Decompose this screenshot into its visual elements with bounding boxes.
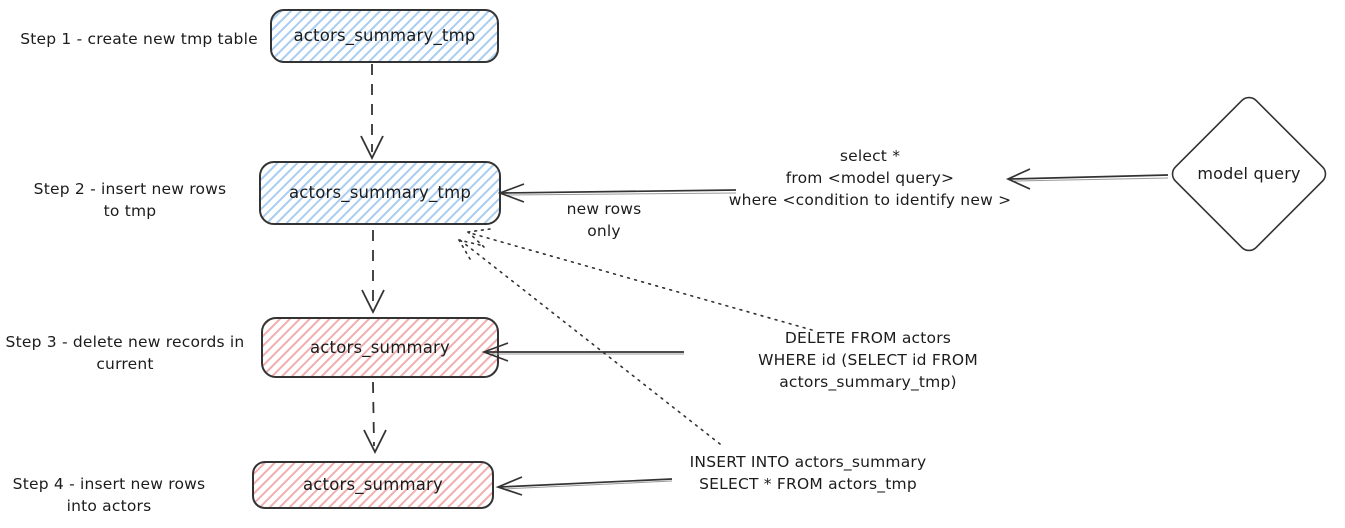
step2-label: Step 2 - insert new rows to tmp xyxy=(33,180,227,220)
new-rows-only-label: new rows only xyxy=(566,200,642,240)
arrow-select-to-step2 xyxy=(497,183,737,203)
insert-sql-text: INSERT INTO actors_summary SELECT * FROM… xyxy=(689,453,927,493)
arrow-insert-sql-to-step4 xyxy=(495,476,673,496)
model-query-diamond xyxy=(1171,96,1327,252)
step3-label: Step 3 - delete new records in current xyxy=(5,333,245,373)
step3-box-label: actors_summary xyxy=(309,337,451,357)
step4-box-shape xyxy=(252,461,494,509)
arrow-step2-to-step3 xyxy=(361,230,385,315)
arrow-model-query-to-select xyxy=(1005,168,1169,190)
step4-box-label: actors_summary xyxy=(302,475,444,494)
step2-box-label: actors_summary_tmp xyxy=(288,183,472,202)
step1-box-shape xyxy=(270,9,499,63)
select-query-text: select * from <model query> where <condi… xyxy=(728,147,1012,209)
arrow-step1-to-step2 xyxy=(360,64,384,161)
arrow-delete-sql-to-step3 xyxy=(481,342,684,362)
step1-label: Step 1 - create new tmp table xyxy=(20,30,258,48)
step1-box-label: actors_summary_tmp xyxy=(293,26,476,45)
arrow-step3-to-step4 xyxy=(363,381,387,455)
delete-sql-text: DELETE FROM actors WHERE id (SELECT id F… xyxy=(758,329,978,391)
model-query-label: model query xyxy=(1197,164,1301,183)
dotted-arrow-delete-sql-to-step2 xyxy=(467,228,813,331)
step4-label: Step 4 - insert new rows into actors xyxy=(12,475,206,515)
